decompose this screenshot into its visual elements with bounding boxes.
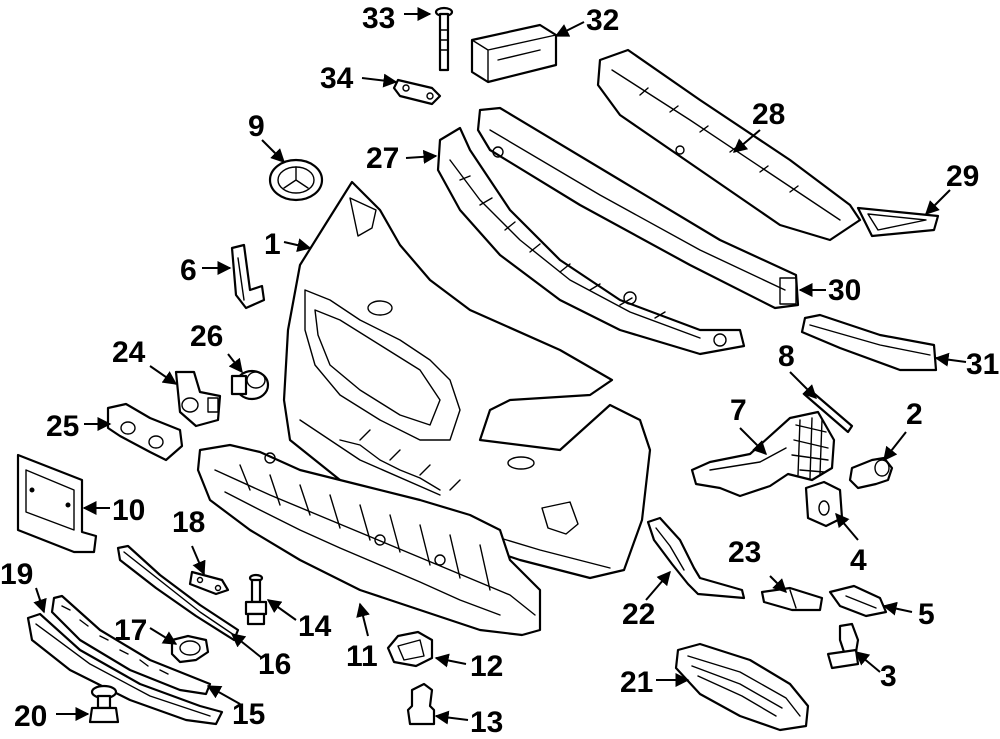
part-13-rivet[interactable] [406, 682, 436, 726]
part-5-clip[interactable] [828, 584, 888, 618]
callout-31: 31 [966, 348, 999, 381]
callout-4: 4 [850, 544, 867, 577]
callout-14: 14 [298, 610, 332, 643]
callout-15: 15 [232, 698, 265, 731]
callout-1: 1 [264, 228, 281, 261]
callout-20: 20 [14, 700, 47, 733]
callout-26: 26 [190, 320, 223, 353]
part-11-undertray[interactable] [196, 443, 542, 637]
callout-32: 32 [586, 4, 619, 37]
part-2-bolt[interactable] [848, 456, 894, 490]
part-20-clip[interactable] [88, 684, 120, 724]
callout-17: 17 [114, 614, 147, 647]
callout-24: 24 [112, 336, 146, 369]
callout-10: 10 [112, 494, 145, 527]
part-12-clip[interactable] [386, 630, 434, 668]
part-14-screw[interactable] [244, 573, 268, 626]
callout-2: 2 [906, 398, 923, 431]
callout-21: 21 [620, 666, 653, 699]
callout-28: 28 [752, 98, 785, 131]
callout-12: 12 [470, 650, 503, 683]
part-29-trim[interactable] [856, 206, 940, 238]
part-24-sensor-bracket[interactable] [174, 370, 222, 428]
callout-5: 5 [918, 598, 935, 631]
callout-23: 23 [728, 536, 761, 569]
callout-7: 7 [730, 394, 747, 427]
callout-27: 27 [366, 142, 399, 175]
part-25-holder[interactable] [106, 402, 184, 462]
part-33-bolt[interactable] [434, 6, 454, 72]
callout-30: 30 [828, 274, 861, 307]
callout-19: 19 [0, 558, 33, 591]
part-21-grille[interactable] [674, 642, 810, 732]
callout-34: 34 [320, 62, 354, 95]
part-10-plate-bracket[interactable] [16, 453, 98, 554]
part-6-bracket[interactable] [230, 243, 266, 310]
part-7-bracket[interactable] [690, 410, 836, 498]
part-30-beam[interactable] [476, 106, 800, 310]
callout-25: 25 [46, 410, 79, 443]
callout-22: 22 [622, 598, 655, 631]
callout-33: 33 [362, 2, 395, 35]
part-23-trim[interactable] [760, 586, 824, 612]
part-1-bumper-cover[interactable] [282, 180, 652, 580]
part-17-bolt[interactable] [170, 634, 210, 664]
part-32-bracket[interactable] [470, 23, 558, 84]
part-34-plate[interactable] [392, 78, 442, 106]
callout-18: 18 [172, 506, 205, 539]
callout-8: 8 [778, 340, 795, 373]
part-3-clip[interactable] [826, 622, 860, 670]
part-18-clip[interactable] [188, 570, 230, 596]
callout-6: 6 [180, 254, 197, 287]
leader-lines [33, 7, 967, 725]
part-19-lip[interactable] [26, 612, 224, 726]
callout-11: 11 [346, 640, 378, 673]
callout-16: 16 [258, 648, 291, 681]
part-26-sensor[interactable] [230, 369, 270, 401]
callout-13: 13 [470, 706, 503, 739]
part-22-bracket[interactable] [646, 516, 746, 600]
callout-3: 3 [880, 660, 897, 693]
part-27-carrier[interactable] [436, 126, 746, 356]
part-4-nut-clip[interactable] [804, 480, 844, 528]
part-9-emblem[interactable] [268, 158, 324, 202]
callout-9: 9 [248, 110, 265, 143]
callout-29: 29 [946, 160, 979, 193]
part-31-strip[interactable] [800, 313, 938, 372]
